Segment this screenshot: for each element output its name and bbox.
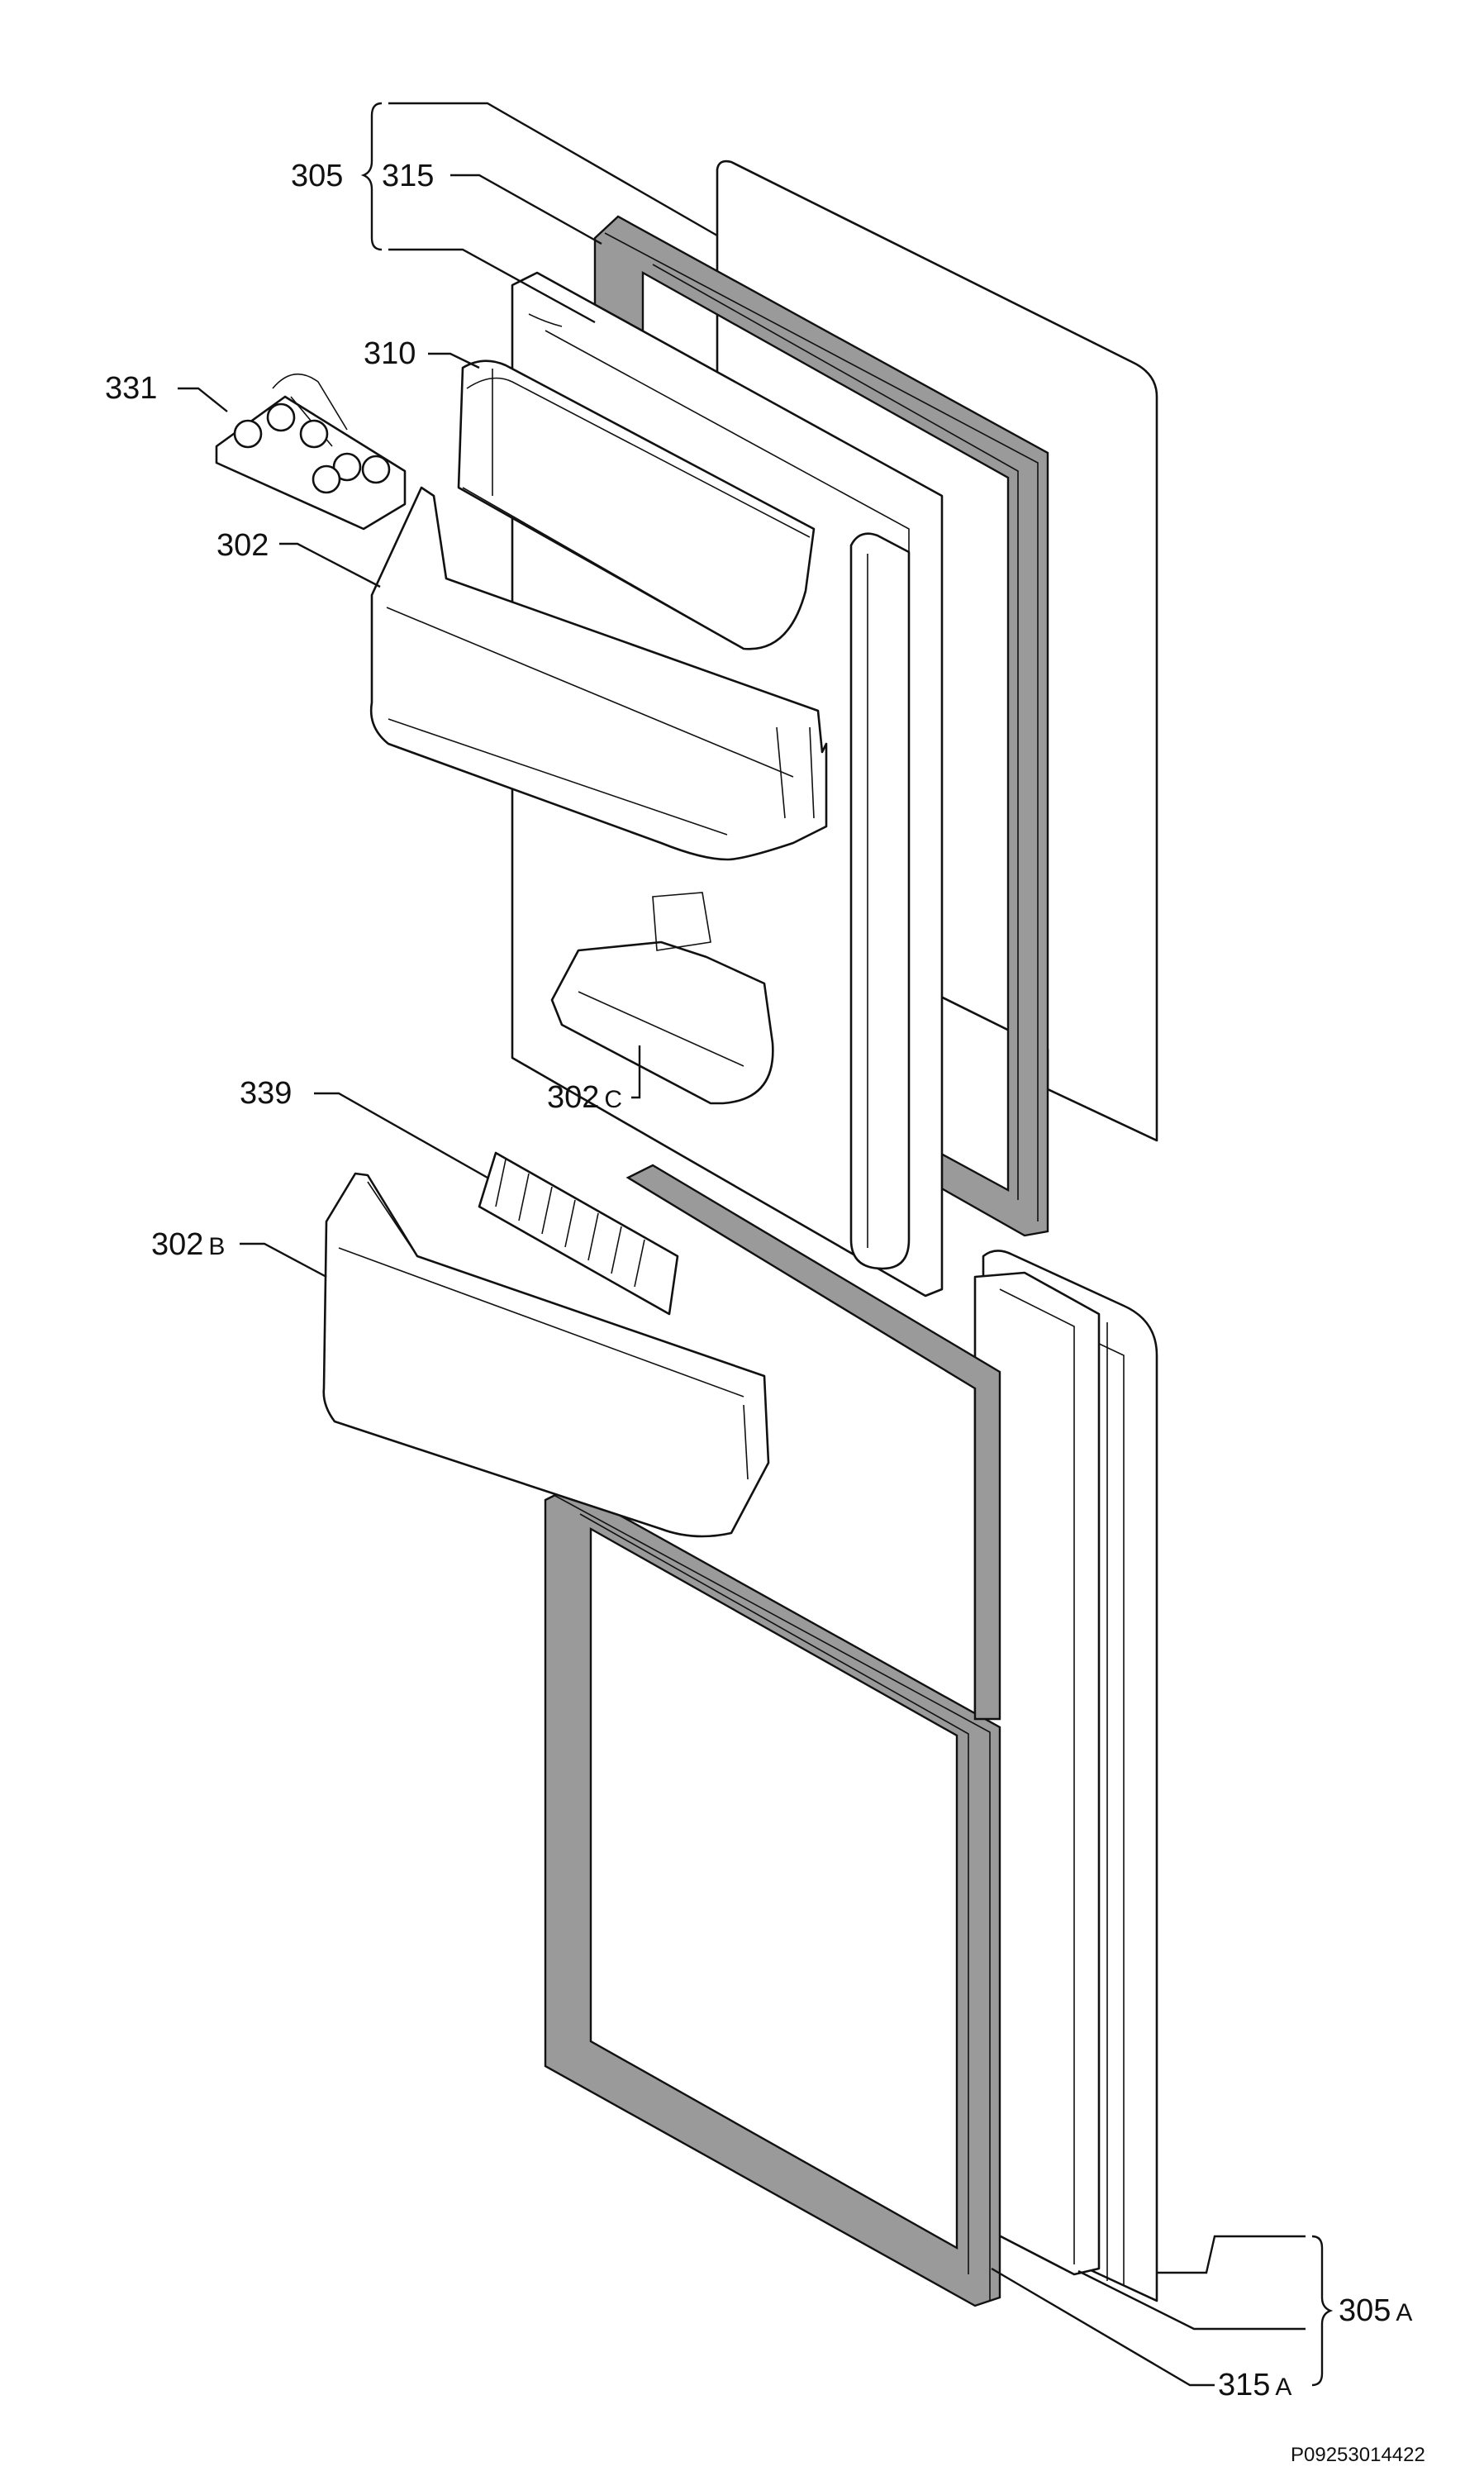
lower-inner-liner	[973, 1271, 1108, 2281]
lower-door-gasket	[544, 1164, 1001, 2307]
upper-door-shelf	[369, 486, 828, 861]
label-339: 339	[240, 1076, 292, 1111]
leader-lines	[178, 102, 1334, 2387]
bottle-retainer	[478, 1151, 679, 1316]
label-331: 331	[105, 371, 157, 406]
small-door-shelf	[550, 892, 774, 1105]
label-310: 310	[364, 336, 416, 371]
label-315: 315	[382, 159, 434, 193]
reference-code: P09253014422	[1291, 2444, 1425, 2466]
label-302: 302	[216, 528, 269, 563]
brace-305a	[1311, 2235, 1334, 2387]
egg-tray	[215, 373, 407, 531]
brace-305	[360, 102, 383, 251]
dairy-compartment-lid	[457, 359, 816, 650]
lower-door-shelf	[322, 1172, 770, 1538]
label-305: 305	[291, 159, 343, 193]
